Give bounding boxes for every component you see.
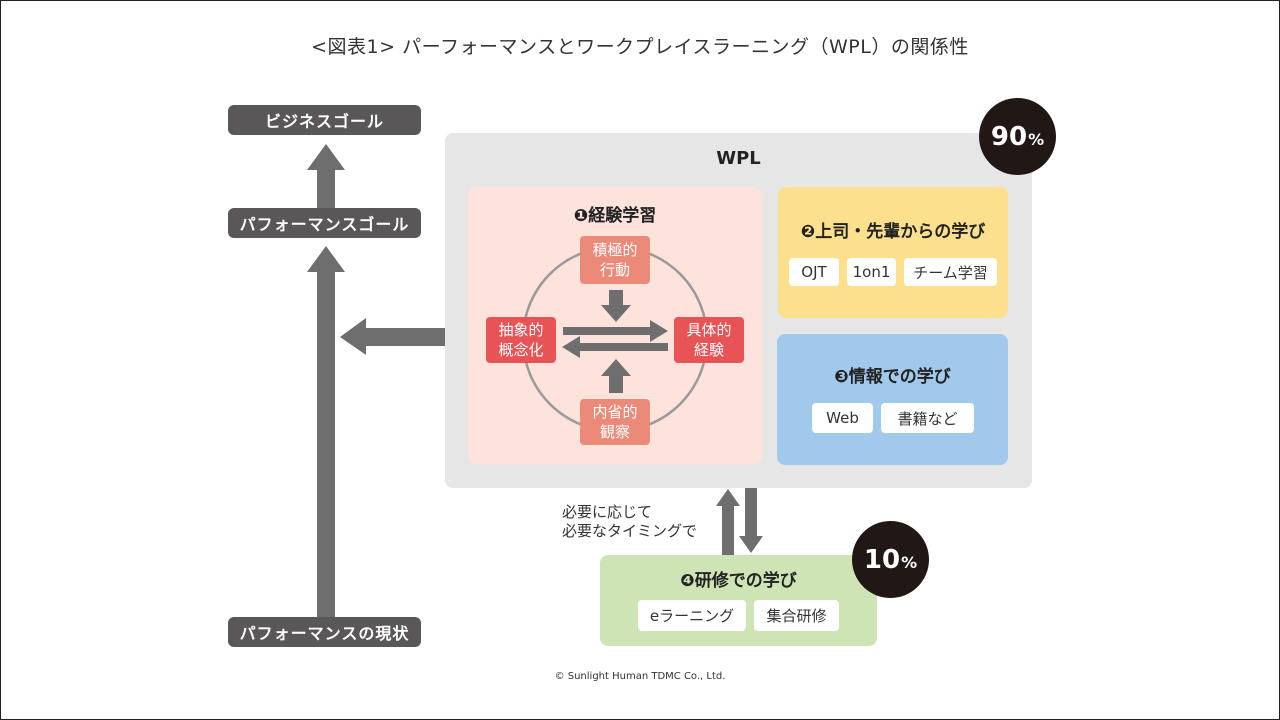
node-concrete-experience: 具体的 経験 — [674, 317, 744, 363]
chip-ojt: OJT — [789, 258, 839, 286]
copyright-text: © Sunlight Human TDMC Co., Ltd. — [554, 671, 726, 682]
info-learning-title: ❸情報での学び — [834, 367, 951, 387]
node-text: 観察 — [599, 423, 630, 441]
current-performance-label: パフォーマンスの現状 — [228, 617, 421, 647]
chip-e-learning: eラーニング — [638, 600, 746, 631]
figure-title: <図表1> パーフォーマンスとワークプレイスラーニング（WPL）の関係性 — [311, 36, 969, 58]
node-text: 積極的 — [592, 241, 638, 259]
node-text: 抽象的 — [498, 321, 544, 339]
boss-learning-panel: ❷上司・先輩からの学び OJT 1on1 チーム学習 — [778, 187, 1008, 318]
wpl-share-badge: 90% — [979, 98, 1056, 175]
node-abstract-conceptualization: 抽象的 概念化 — [486, 317, 556, 363]
wpl-share-value: 90 — [990, 121, 1028, 152]
info-learning-panel: ❸情報での学び Web 書籍など — [777, 334, 1008, 465]
node-text: 具体的 — [686, 321, 732, 339]
node-active-experimentation: 積極的 行動 — [580, 236, 650, 284]
chip-group-training: 集合研修 — [754, 600, 839, 631]
wpl-title: WPL — [716, 148, 761, 169]
chip-web: Web — [812, 403, 873, 433]
node-text: 行動 — [599, 261, 630, 279]
performance-goal-label: パフォーマンスゴール — [228, 208, 421, 238]
node-reflective-observation: 内省的 観察 — [580, 399, 650, 445]
node-text: 概念化 — [498, 341, 544, 359]
chip-team-learning: チーム学習 — [904, 258, 997, 286]
training-share-unit: % — [901, 553, 918, 572]
business-goal-label: ビジネスゴール — [228, 105, 421, 135]
training-share-value: 10 — [863, 544, 901, 575]
chip-books: 書籍など — [881, 403, 974, 433]
node-text: 経験 — [693, 341, 724, 359]
experiential-learning-title: ❶経験学習 — [573, 206, 657, 226]
boss-learning-title: ❷上司・先輩からの学び — [800, 222, 986, 242]
training-share-badge: 10% — [852, 521, 929, 598]
chip-1on1: 1on1 — [847, 258, 896, 286]
training-learning-title: ❹研修での学び — [680, 571, 797, 591]
training-learning-panel: ❹研修での学び eラーニング 集合研修 — [600, 555, 877, 646]
wpl-share-unit: % — [1028, 130, 1045, 149]
timing-note-line: 必要なタイミングで — [562, 522, 698, 540]
timing-note-line: 必要に応じて — [562, 503, 653, 521]
node-text: 内省的 — [592, 403, 638, 421]
timing-note: 必要に応じて 必要なタイミングで — [562, 503, 697, 541]
